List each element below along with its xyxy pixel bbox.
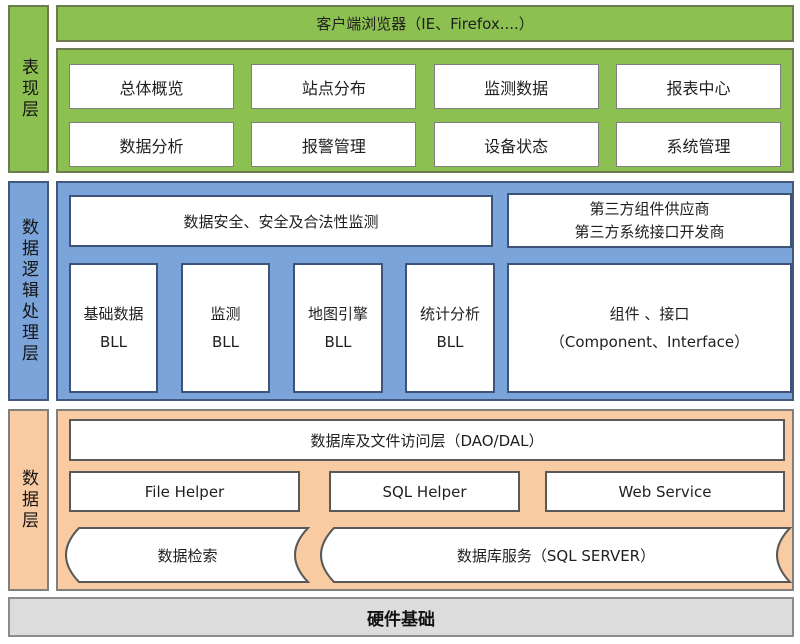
logic-layer-label: 数据逻辑处理层 (18, 217, 38, 365)
presentation-modules-panel: 总体概览 站点分布 监测数据 报表中心 数据分析 报警管理 设备状态 系统管理 (56, 48, 794, 173)
client-browser-bar: 客户端浏览器（IE、Firefox....） (56, 5, 794, 42)
bll-map-engine-line2: BLL (324, 333, 352, 351)
data-security-box: 数据安全、安全及合法性监测 (69, 195, 493, 247)
module-box-alarm-management: 报警管理 (251, 122, 417, 167)
sql-helper-box: SQL Helper (329, 471, 520, 512)
bll-statistics-line2: BLL (436, 333, 464, 351)
module-box-overview: 总体概览 (69, 64, 234, 109)
module-box-report-center: 报表中心 (615, 64, 781, 109)
data-security-label: 数据安全、安全及合法性监测 (183, 212, 379, 231)
bll-box-monitor: 监测 BLL (181, 263, 270, 393)
bll-monitor-line2: BLL (211, 333, 239, 351)
third-party-box: 第三方组件供应商 第三方系统接口开发商 (507, 193, 792, 248)
storage-shape-sql-server: 数据库服务（SQL SERVER） (320, 527, 792, 583)
dao-dal-box: 数据库及文件访问层（DAO/DAL） (69, 419, 785, 461)
web-service-box: Web Service (545, 471, 785, 512)
storage-shape-data-retrieval: 数据检索 (65, 527, 310, 583)
module-box-monitor-data: 监测数据 (433, 64, 599, 109)
component-interface-box: 组件 、接口 （Component、Interface） (507, 263, 792, 393)
hardware-foundation-label: 硬件基础 (367, 609, 435, 630)
hardware-foundation-bar: 硬件基础 (8, 597, 794, 637)
bll-box-map-engine: 地图引擎 BLL (293, 263, 383, 393)
dao-dal-label: 数据库及文件访问层（DAO/DAL） (310, 431, 544, 450)
data-layer-label: 数据层 (18, 468, 38, 532)
bll-base-data-line2: BLL (99, 333, 127, 351)
sidebar-presentation-layer: 表现层 (8, 5, 49, 173)
bll-base-data-line1: 基础数据 (83, 304, 144, 323)
bll-box-statistics: 统计分析 BLL (405, 263, 495, 393)
sidebar-logic-layer: 数据逻辑处理层 (8, 181, 49, 401)
sidebar-data-layer: 数据层 (8, 409, 49, 591)
client-browser-label: 客户端浏览器（IE、Firefox....） (316, 15, 534, 33)
third-party-line2: 第三方系统接口开发商 (574, 222, 725, 241)
module-box-device-status: 设备状态 (433, 122, 599, 167)
bll-box-base-data: 基础数据 BLL (69, 263, 158, 393)
module-box-data-analysis: 数据分析 (69, 122, 234, 167)
bll-map-engine-line1: 地图引擎 (307, 304, 368, 323)
stored-data-shape-icon (65, 527, 310, 583)
module-box-system-management: 系统管理 (615, 122, 781, 167)
stored-data-shape-icon (320, 527, 792, 583)
data-layer-panel: 数据库及文件访问层（DAO/DAL） File Helper SQL Helpe… (56, 409, 794, 591)
presentation-layer-label: 表现层 (18, 57, 38, 121)
component-interface-line1: 组件 、接口 (609, 304, 690, 323)
file-helper-box: File Helper (69, 471, 300, 512)
third-party-line1: 第三方组件供应商 (589, 200, 710, 218)
bll-monitor-line1: 监测 (210, 304, 241, 323)
logic-layer-panel: 数据安全、安全及合法性监测 第三方组件供应商 第三方系统接口开发商 基础数据 B… (56, 181, 794, 401)
module-box-site-distribution: 站点分布 (251, 64, 417, 109)
sql-server-label: 数据库服务（SQL SERVER） (456, 546, 656, 565)
component-interface-line2: （Component、Interface） (549, 333, 750, 351)
bll-statistics-line1: 统计分析 (419, 304, 480, 323)
data-retrieval-label: 数据检索 (157, 546, 218, 565)
